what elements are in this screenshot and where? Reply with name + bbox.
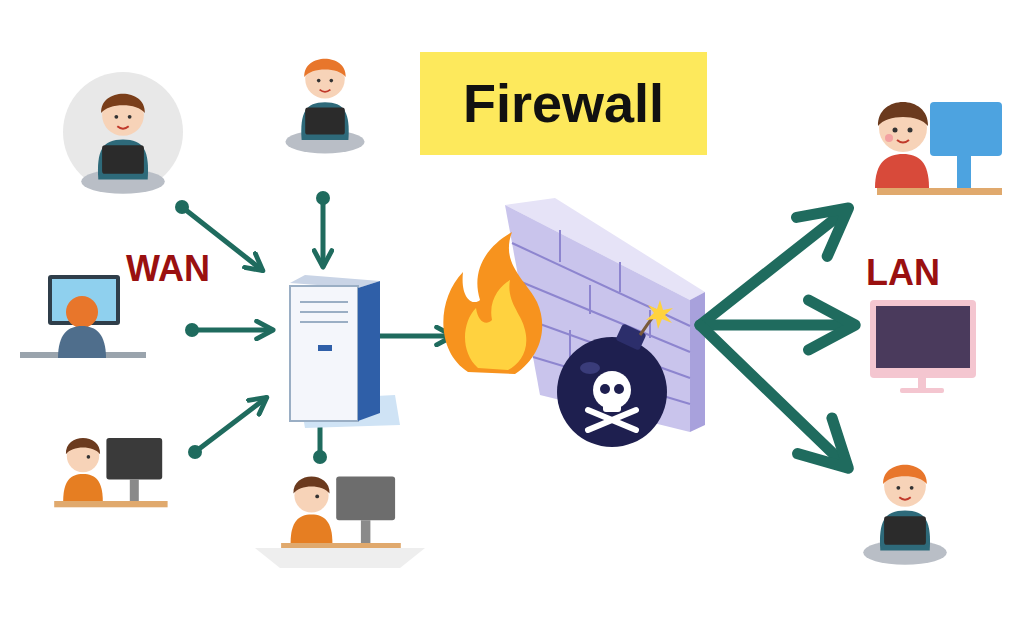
title-box: Firewall <box>420 52 707 155</box>
network-label: WAN <box>126 249 210 289</box>
network-label: LAN <box>866 253 940 293</box>
diagram-title: Firewall <box>463 74 664 133</box>
